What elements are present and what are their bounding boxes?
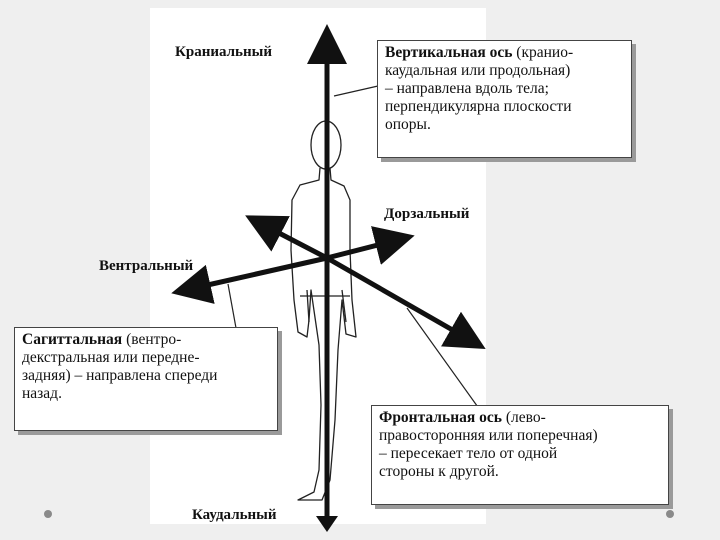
sagittal-axis-title: Сагиттальная bbox=[22, 331, 123, 348]
dorsal-label: Дорзальный bbox=[384, 206, 470, 222]
human-body-outline bbox=[290, 120, 357, 501]
frontal-arrow-right bbox=[325, 255, 486, 349]
frontal-axis-title: Фронтальная ось bbox=[379, 409, 502, 426]
sagittal-axis-line-4: назад. bbox=[22, 385, 62, 402]
sagittal-axis-box: Сагиттальная (вентро- декстральная или п… bbox=[14, 327, 278, 431]
frontal-callout-line bbox=[406, 307, 481, 411]
sagittal-arrow-dorsal bbox=[326, 226, 415, 265]
vertical-axis-line-3: – направлена вдоль тела; bbox=[385, 80, 549, 97]
frontal-axis-box: Фронтальная ось (лево- правосторонняя ил… bbox=[371, 405, 669, 505]
frontal-arrow-left bbox=[245, 215, 329, 261]
vertical-callout-line bbox=[333, 85, 379, 97]
ventral-label: Вентральный bbox=[99, 258, 194, 274]
frontal-axis-line-2: правосторонняя или поперечная) bbox=[379, 427, 598, 444]
caudal-label: Каудальный bbox=[192, 507, 277, 523]
vertical-axis-line-2: каудальная или продольная) bbox=[385, 62, 571, 79]
sagittal-arrow-ventral bbox=[171, 255, 328, 304]
vertical-axis-box: Вертикальная ось (кранио- каудальная или… bbox=[377, 40, 632, 158]
cranial-label: Краниальный bbox=[175, 44, 272, 60]
vertical-axis-title: Вертикальная ось bbox=[385, 44, 513, 61]
body-contour bbox=[290, 167, 357, 501]
frontal-axis-line-3: – пересекает тело от одной bbox=[379, 445, 558, 462]
sagittal-callout-line bbox=[227, 283, 237, 329]
sagittal-axis-line-2: декстральная или передне- bbox=[22, 349, 200, 366]
slide-bullet-right bbox=[666, 510, 674, 518]
vertical-axis-line-4: перпендикулярна плоскости bbox=[385, 98, 572, 115]
sagittal-axis-line-3: задняя) – направлена спереди bbox=[22, 367, 218, 384]
axes bbox=[171, 24, 486, 532]
caudal-arrowhead bbox=[316, 516, 338, 532]
frontal-axis-text-1: (лево- bbox=[501, 409, 546, 426]
slide-bullet-left bbox=[44, 510, 52, 518]
sagittal-axis-text-1: (вентро- bbox=[122, 331, 182, 348]
frontal-axis-line-4: стороны к другой. bbox=[379, 463, 499, 480]
vertical-axis-text-1: (кранио- bbox=[512, 44, 574, 61]
vertical-axis-line-5: опоры. bbox=[385, 116, 431, 133]
